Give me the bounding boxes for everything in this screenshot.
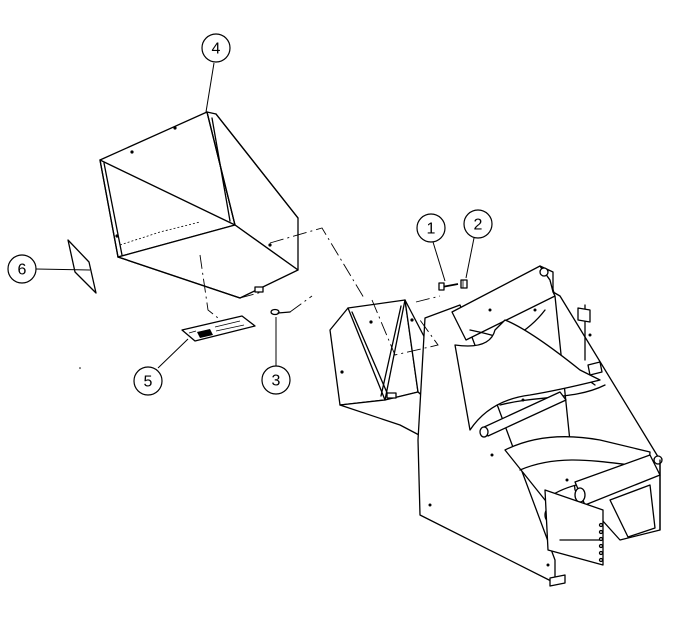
main-housing bbox=[417, 265, 663, 587]
bolt-and-nut bbox=[438, 279, 468, 291]
callout-3: 3 bbox=[261, 365, 291, 395]
callout-1: 1 bbox=[416, 213, 446, 243]
leader-lines bbox=[35, 62, 475, 369]
screw bbox=[270, 308, 291, 316]
stray-dot bbox=[79, 367, 81, 369]
hopper-funnel bbox=[99, 111, 299, 299]
warning-plate bbox=[181, 315, 256, 342]
assembly-centerlines bbox=[199, 227, 441, 356]
callout-1-label: 1 bbox=[427, 221, 436, 238]
callout-2-label: 2 bbox=[474, 217, 483, 234]
callout-6: 6 bbox=[7, 254, 37, 284]
callout-4: 4 bbox=[201, 33, 231, 63]
callout-3-label: 3 bbox=[272, 373, 281, 390]
callout-2: 2 bbox=[463, 209, 493, 239]
callout-5: 5 bbox=[133, 366, 163, 396]
decal-label bbox=[67, 239, 97, 294]
callout-5-label: 5 bbox=[144, 374, 153, 391]
callout-6-label: 6 bbox=[18, 262, 27, 279]
callout-4-label: 4 bbox=[212, 41, 221, 58]
